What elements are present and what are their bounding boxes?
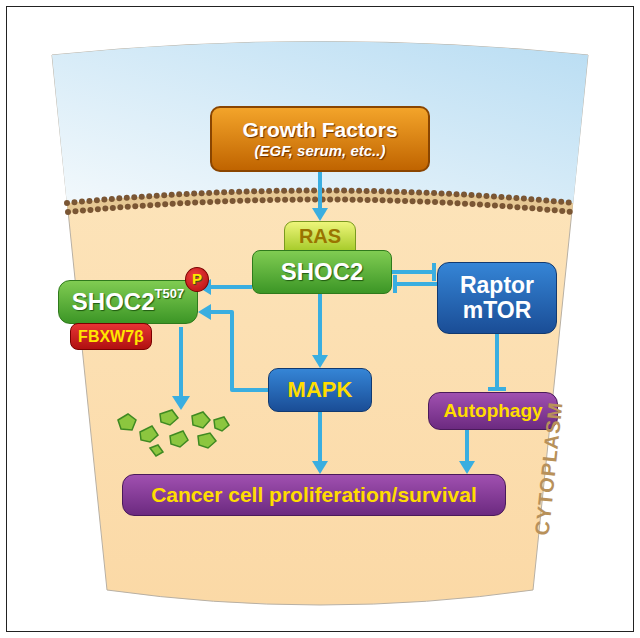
arrow-head bbox=[459, 461, 475, 474]
phospho-circle: P bbox=[185, 267, 209, 292]
fragment bbox=[150, 445, 163, 456]
arrow-head bbox=[172, 396, 190, 410]
protein-box: RAS bbox=[284, 221, 356, 251]
node-text: SHOC2 bbox=[281, 259, 364, 285]
connector-line bbox=[392, 270, 434, 274]
node-text: Cancer cell proliferation/survival bbox=[151, 483, 477, 506]
input-box: Growth Factors (EGF, serum, etc..) bbox=[210, 106, 430, 172]
arrow-head bbox=[198, 304, 211, 320]
connector-line bbox=[465, 430, 469, 462]
arrow-head bbox=[312, 208, 328, 221]
ligase-box: FBXW7β bbox=[70, 323, 152, 350]
fragment bbox=[170, 431, 188, 447]
connector bbox=[395, 275, 437, 293]
connector bbox=[312, 294, 328, 368]
degraded-fragments bbox=[118, 410, 229, 456]
connector-line bbox=[210, 312, 268, 390]
arrow-line bbox=[179, 327, 183, 398]
arrow-head bbox=[312, 355, 328, 368]
fragment bbox=[192, 412, 210, 428]
connector-line bbox=[318, 412, 322, 462]
connector bbox=[198, 304, 268, 390]
inhibition-bar bbox=[432, 263, 436, 281]
fragment bbox=[198, 433, 216, 448]
node-text: SHOC2 bbox=[72, 289, 155, 315]
node-text: mTOR bbox=[463, 298, 532, 323]
fragment bbox=[140, 426, 158, 442]
complex-box: RaptormTOR bbox=[437, 262, 557, 334]
connector bbox=[312, 172, 328, 221]
connector bbox=[488, 334, 506, 389]
arrow-head bbox=[312, 461, 328, 474]
connector bbox=[312, 412, 328, 474]
node-text: Autophagy bbox=[443, 401, 542, 422]
connector-line bbox=[318, 172, 322, 209]
node-text: P bbox=[192, 271, 202, 288]
node-text: FBXW7β bbox=[78, 328, 144, 346]
fragment bbox=[160, 410, 178, 425]
degradation-arrow bbox=[172, 327, 190, 410]
node-text: Raptor bbox=[460, 273, 534, 298]
kinase-box: MAPK bbox=[268, 368, 372, 412]
node-text: T507 bbox=[155, 287, 185, 301]
node-text: RAS bbox=[299, 225, 341, 247]
node-text: Growth Factors bbox=[242, 118, 397, 141]
node-text: (EGF, serum, etc..) bbox=[255, 143, 386, 160]
process-box: Autophagy bbox=[428, 392, 558, 430]
protein-box: SHOC2 bbox=[252, 250, 392, 294]
cytoplasm-region bbox=[52, 42, 588, 606]
inhibition-bar bbox=[488, 387, 506, 391]
connector-line bbox=[210, 285, 252, 289]
connector-line bbox=[495, 334, 499, 389]
connector-line bbox=[395, 282, 437, 286]
connector bbox=[392, 263, 434, 281]
frame bbox=[7, 7, 634, 632]
node-text: MAPK bbox=[288, 378, 353, 402]
inhibition-bar bbox=[393, 275, 397, 293]
connector-line bbox=[318, 294, 322, 356]
outcome-box: Cancer cell proliferation/survival bbox=[122, 474, 506, 516]
fragment bbox=[118, 414, 136, 430]
fragment bbox=[214, 417, 229, 431]
connector bbox=[459, 430, 475, 474]
protein-box: SHOC2T507P bbox=[58, 280, 198, 324]
